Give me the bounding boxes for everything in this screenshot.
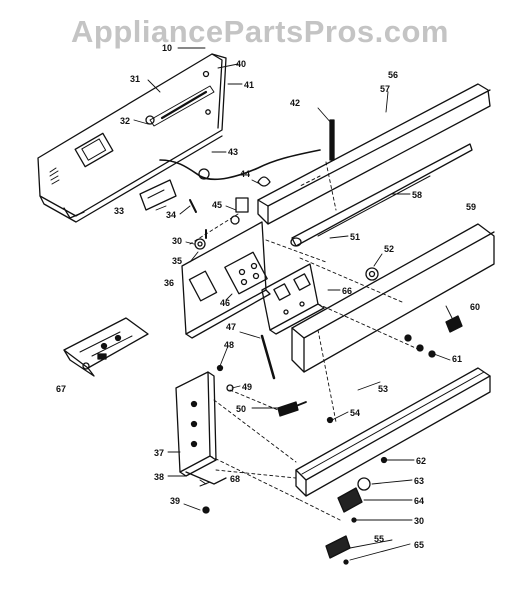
label-54: 54: [350, 408, 360, 418]
watermark: AppliancePartsPros.com: [71, 14, 449, 49]
label-34: 34: [166, 210, 176, 220]
timer-module-66: [261, 263, 325, 335]
label-48: 48: [224, 340, 234, 350]
label-32: 32: [120, 116, 130, 126]
circuit-board-67: [63, 317, 149, 377]
label-41: 41: [244, 80, 254, 90]
label-31: 31: [130, 74, 140, 84]
bracket-36: [181, 221, 271, 339]
label-33: 33: [114, 206, 124, 216]
assembly-lines-lower: [209, 329, 341, 521]
rod-58: [290, 143, 473, 247]
cable-43: [159, 119, 335, 213]
label-61: 61: [452, 354, 462, 364]
label-58: 58: [412, 190, 422, 200]
label-59: 59: [466, 202, 476, 212]
label-53: 53: [378, 384, 388, 394]
label-56: 56: [388, 70, 398, 80]
label-57: 57: [380, 84, 390, 94]
label-40: 40: [236, 59, 246, 69]
label-64: 64: [414, 496, 424, 506]
label-35: 35: [172, 256, 182, 266]
label-50: 50: [236, 404, 246, 414]
label-10: 10: [162, 43, 172, 53]
label-30-lower: 30: [414, 516, 424, 526]
hardware-lower: [202, 416, 388, 565]
leader-lines: [133, 47, 453, 561]
assembly-lines-upper: [189, 161, 421, 351]
screws-60-61: [404, 315, 463, 358]
trim-lower-53: [295, 367, 491, 497]
label-43: 43: [228, 147, 238, 157]
label-52: 52: [384, 244, 394, 254]
label-63: 63: [414, 476, 424, 486]
panel-glass-59: [291, 223, 495, 373]
label-39: 39: [170, 496, 180, 506]
label-30: 30: [172, 236, 182, 246]
label-47: 47: [226, 322, 236, 332]
label-37: 37: [154, 448, 164, 458]
label-66: 66: [342, 286, 352, 296]
label-46: 46: [220, 298, 230, 308]
label-45: 45: [212, 200, 222, 210]
label-60: 60: [470, 302, 480, 312]
control-panel-upper: [37, 53, 227, 223]
label-67: 67: [56, 384, 66, 394]
label-49: 49: [242, 382, 252, 392]
knob-52: [365, 267, 379, 281]
label-38: 38: [154, 472, 164, 482]
label-62: 62: [416, 456, 426, 466]
label-65: 65: [414, 540, 424, 550]
bracket-37: [175, 371, 227, 487]
label-68: 68: [230, 474, 240, 484]
label-51: 51: [350, 232, 360, 242]
pin-47: [260, 334, 276, 380]
part-labels: 10 40 31 41 56 57 42 32 43 44 58 33 34 4…: [56, 43, 480, 550]
label-42: 42: [290, 98, 300, 108]
label-44: 44: [240, 169, 250, 179]
label-36: 36: [164, 278, 174, 288]
part-33: [139, 179, 177, 211]
trim-upper-56: [257, 83, 491, 225]
label-55: 55: [374, 534, 384, 544]
